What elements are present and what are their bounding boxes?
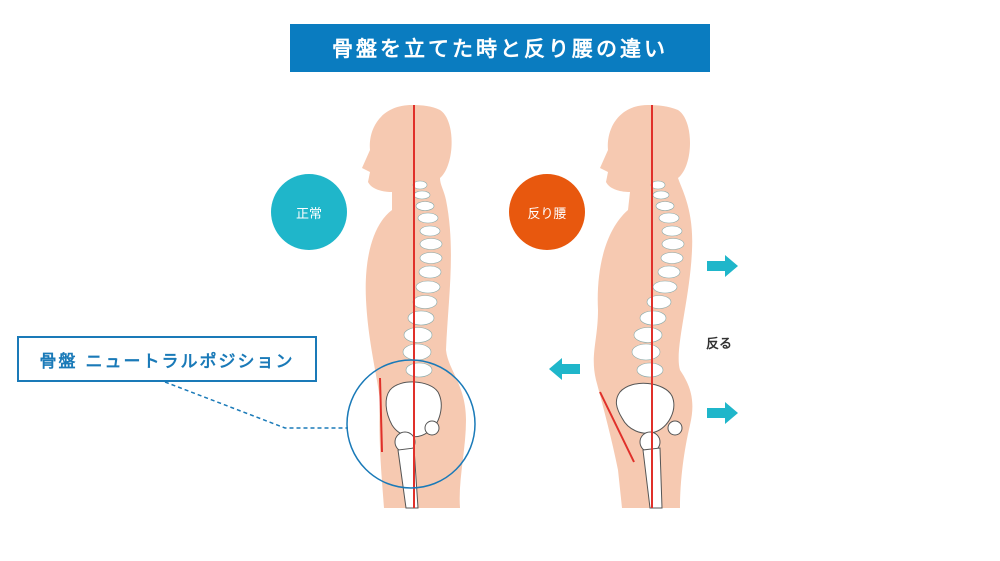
pelvis-neutral-label: 骨盤 ニュートラルポジション [17, 336, 317, 382]
arrow-left-icon [549, 358, 580, 380]
spine [631, 180, 685, 378]
arrows [549, 255, 738, 424]
pelvis-angle-line [379, 377, 383, 453]
arch-label: 反る [706, 337, 733, 352]
callout-line [164, 381, 348, 429]
page-title: 骨盤を立てた時と反り腰の違い [290, 24, 710, 72]
pelvis-angle-line [599, 391, 635, 463]
arrow-right-icon [707, 402, 738, 424]
swayback-body-figure [593, 105, 693, 509]
normal-body-figure [164, 105, 476, 509]
arrow-right-icon [707, 255, 738, 277]
swayback-badge: 反り腰 [509, 174, 585, 250]
normal-badge: 正常 [271, 174, 347, 250]
pelvis-highlight-circle [346, 359, 476, 489]
